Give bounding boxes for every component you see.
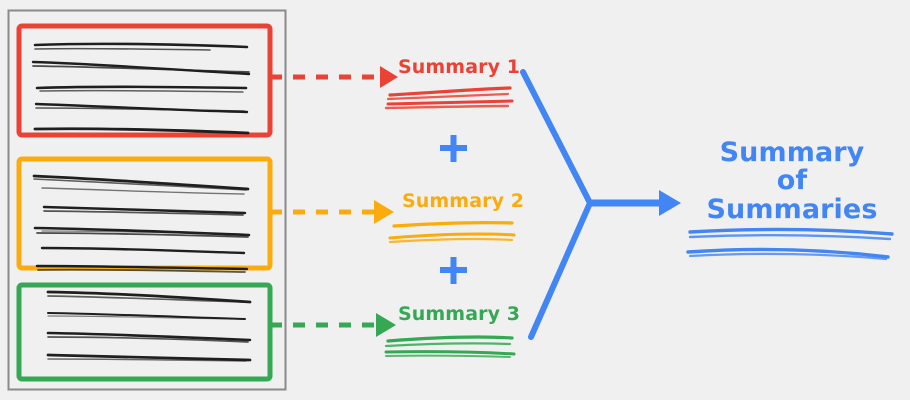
chunk-1-text-lines [31, 42, 251, 135]
summary-of-summaries-label: Summary of Summaries [702, 137, 882, 225]
merge-branch-top [520, 69, 593, 206]
summary-of-summaries-line-1: Summary of [719, 137, 865, 197]
summary-2-lines [388, 221, 516, 244]
source-document-frame [7, 9, 287, 391]
summary-3-label: Summary 3 [398, 303, 521, 325]
chunk-2-group[interactable] [16, 156, 394, 273]
plus-operator-2 [440, 257, 467, 284]
merge-branch-bottom [528, 200, 593, 340]
chunk-3-group[interactable] [16, 282, 396, 382]
summary-1-label: Summary 1 [398, 56, 521, 78]
chunk-3-arrow-head [376, 313, 396, 337]
chunk-2-arrow-head [374, 200, 394, 224]
chunk-1-arrow-head [380, 66, 398, 88]
chunk-3-text-lines [46, 290, 252, 362]
merge-output-arrow-head [659, 190, 681, 216]
summary-3-lines [384, 335, 516, 358]
plus-operator-1 [440, 135, 467, 162]
chunk-2-text-lines [32, 174, 251, 273]
chunk-1-group[interactable] [16, 23, 398, 138]
summary-of-summaries-line-2: Summaries [706, 193, 878, 225]
final-summary-lines [686, 227, 894, 261]
merge-arrow-group [520, 69, 681, 340]
chunk-1-box[interactable] [16, 23, 273, 138]
summary-1-lines [384, 86, 514, 110]
summary-2-label: Summary 2 [402, 190, 525, 212]
chunk-3-box[interactable] [16, 282, 273, 382]
